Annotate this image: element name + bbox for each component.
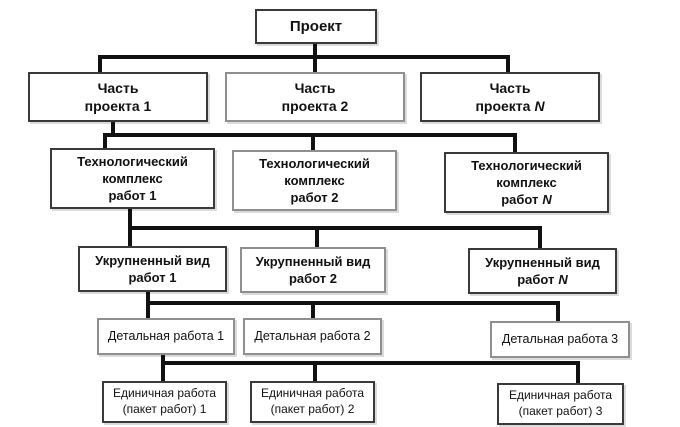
connector-drop-part-1: [98, 55, 102, 73]
node-tech-complex-1: Технологический комплекс работ 1: [50, 148, 215, 209]
node-project-label: Проект: [289, 17, 343, 35]
node-detail-work-3: Детальная работа 3: [490, 321, 630, 358]
connector-bus-vid: [128, 226, 542, 230]
node-unit-1-label: Единичная работа: [112, 386, 217, 401]
italic-n-suffix: N: [558, 272, 568, 287]
node-vid-2-label: Укрупненный вид: [255, 253, 371, 269]
node-part-n-label: Часть: [489, 79, 531, 96]
node-tech-1-label: Технологический: [77, 153, 188, 169]
node-tech-complex-2: Технологический комплекс работ 2: [232, 150, 397, 211]
node-part-1-label: Часть: [97, 79, 139, 96]
node-unit-2-label: Единичная работа: [260, 386, 365, 401]
node-detail-work-1: Детальная работа 1: [97, 318, 235, 355]
node-unit-3-label: Единичная работа: [508, 388, 613, 403]
node-part-2: Часть проекта 2: [225, 72, 405, 122]
connector-drop-det-2: [311, 301, 315, 319]
node-unit-work-1: Единичная работа (пакет работ) 1: [102, 381, 227, 423]
node-work-type-2: Укрупненный вид работ 2: [240, 247, 386, 293]
node-det-2-label: Детальная работа 2: [254, 329, 371, 344]
connector-drop-unit-2: [313, 361, 317, 382]
connector-vid1-stub: [146, 291, 150, 319]
connector-drop-part-n: [506, 55, 510, 74]
node-part-1-label: проекта 1: [84, 98, 152, 114]
node-vid-1-label: работ 1: [128, 270, 177, 285]
node-tech-2-label: комплекс: [284, 172, 345, 188]
node-vid-n-label: Укрупненный вид: [485, 254, 600, 270]
node-unit-work-2: Единичная работа (пакет работ) 2: [250, 381, 375, 423]
connector-bus-det: [146, 301, 560, 305]
node-tech-2-label: работ 2: [290, 190, 339, 206]
connector-drop-tech-n: [513, 133, 517, 153]
italic-n-suffix: N: [534, 98, 545, 114]
node-tech-1-label: работ 1: [108, 188, 157, 204]
node-det-1-label: Детальная работа 1: [107, 329, 225, 344]
node-tech-2-label: Технологический: [259, 155, 370, 171]
connector-bus-tech: [103, 133, 517, 137]
node-tech-n-label: комплекс: [496, 174, 557, 190]
connector-part1-stub: [111, 121, 115, 137]
italic-n-suffix: N: [542, 192, 552, 208]
connector-drop-tech-1: [103, 133, 107, 149]
connector-drop-unit-3: [576, 361, 580, 384]
node-part-2-label: Часть: [294, 79, 336, 96]
node-unit-1-label: (пакет работ) 1: [122, 402, 207, 416]
node-part-1: Часть проекта 1: [28, 72, 208, 122]
node-unit-2-label: (пакет работ) 2: [270, 402, 355, 416]
node-vid-2-label: работ 2: [288, 271, 338, 286]
connector-bus-parts: [98, 55, 510, 59]
connector-drop-vid-2: [315, 226, 319, 249]
connector-det1-stub: [161, 355, 165, 382]
node-unit-3-label: (пакет работ) 3: [518, 404, 603, 418]
connector-drop-vid-n: [538, 226, 542, 249]
connector-drop-det-3: [556, 301, 560, 322]
node-project: Проект: [255, 9, 377, 44]
node-det-3-label: Детальная работа 3: [501, 332, 619, 347]
node-part-2-label: проекта 2: [281, 98, 349, 114]
node-unit-work-3: Единичная работа (пакет работ) 3: [497, 383, 624, 425]
node-tech-1-label: комплекс: [102, 170, 163, 186]
connector-drop-tech-2: [311, 133, 315, 151]
connector-bus-unit: [161, 361, 580, 365]
node-detail-work-2: Детальная работа 2: [243, 318, 382, 355]
node-tech-n-label: Технологический: [471, 157, 582, 173]
node-work-type-1: Укрупненный вид работ 1: [78, 246, 227, 292]
node-vid-1-label: Укрупненный вид: [95, 252, 210, 268]
